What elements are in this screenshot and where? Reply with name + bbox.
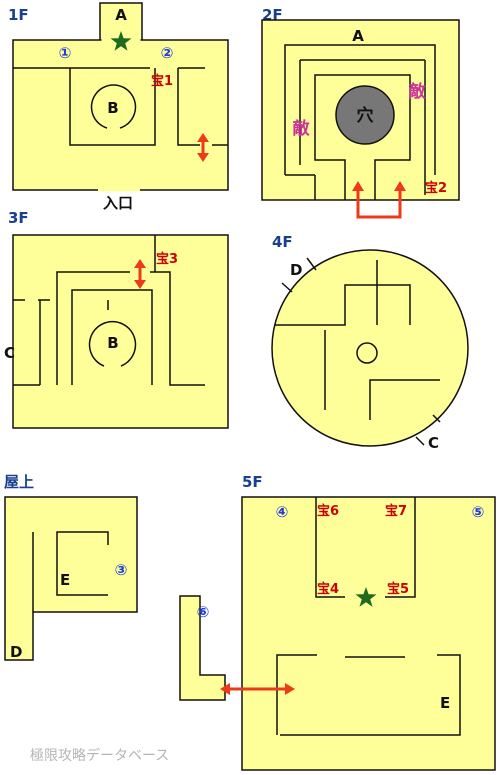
wall xyxy=(306,257,317,271)
floor-5f-outline xyxy=(241,496,496,771)
floor-label-5f: 5F xyxy=(242,473,263,491)
wall xyxy=(369,379,440,420)
wall xyxy=(56,271,130,385)
entrance-label: 入口 xyxy=(103,194,133,212)
watermark: 極限攻略データベース xyxy=(30,747,169,764)
star-icon xyxy=(355,587,377,607)
marker-3: ③ xyxy=(115,561,128,579)
hole-label: 穴 xyxy=(357,105,374,126)
wall xyxy=(71,289,153,385)
treasure-4: 宝4 xyxy=(317,581,339,597)
label-e: E xyxy=(440,694,450,712)
marker-2: ② xyxy=(161,44,174,62)
floor-roof: 屋上 E D ③ xyxy=(4,473,138,661)
floor-1f: 1F B A ① ② 宝1 入口 xyxy=(8,2,229,212)
enemy-left: 敵 xyxy=(293,118,311,139)
circle-room-b xyxy=(90,84,137,129)
side-room-6 xyxy=(179,595,226,701)
u-arrow-icon xyxy=(352,181,406,219)
double-arrow-icon xyxy=(134,259,146,289)
hole-room xyxy=(314,74,411,200)
wall xyxy=(150,271,205,386)
marker-4: ④ xyxy=(276,503,289,521)
label-c: C xyxy=(4,344,15,362)
hole-icon xyxy=(335,85,395,145)
treasure-6: 宝6 xyxy=(317,503,339,519)
wall xyxy=(415,436,425,446)
wall xyxy=(276,654,317,735)
floor-label-4f: 4F xyxy=(272,233,293,251)
floor-5f: 5F ④ ⑤ 宝6 宝7 宝4 宝5 E ⑥ xyxy=(179,473,496,771)
double-arrow-icon xyxy=(197,133,209,162)
floor-2f: 2F 穴 A 敵 敵 宝2 xyxy=(261,6,460,219)
treasure-5: 宝5 xyxy=(387,581,409,597)
marker-5: ⑤ xyxy=(472,503,485,521)
floor-label-roof: 屋上 xyxy=(4,473,34,491)
pillar xyxy=(356,342,378,364)
floor-label-1f: 1F xyxy=(8,6,29,24)
floor-3f-outline xyxy=(12,234,229,429)
wall xyxy=(315,497,345,598)
label-d: D xyxy=(290,261,302,279)
label-d: D xyxy=(10,643,22,661)
label-c: C xyxy=(428,434,439,452)
floor-4f-outline xyxy=(271,249,469,447)
marker-1: ① xyxy=(59,44,72,62)
floor-label-3f: 3F xyxy=(8,209,29,227)
wall xyxy=(284,44,436,175)
treasure-1: 宝1 xyxy=(151,73,173,89)
star-icon xyxy=(110,31,132,51)
label-b: B xyxy=(107,334,118,352)
circle-room-b xyxy=(88,320,137,367)
floor-3f: 3F B C 宝3 xyxy=(4,209,229,429)
label-a: A xyxy=(352,27,364,45)
floor-1f-outline xyxy=(12,39,229,191)
label-a: A xyxy=(115,6,127,24)
treasure-3: 宝3 xyxy=(156,251,178,267)
wall xyxy=(432,414,441,423)
treasure-2: 宝2 xyxy=(425,180,447,196)
wall xyxy=(275,284,411,326)
marker-6: ⑥ xyxy=(197,603,210,621)
floor-4f: 4F D C xyxy=(271,233,469,452)
wall xyxy=(281,282,293,293)
wall xyxy=(69,68,156,146)
label-b: B xyxy=(107,99,118,117)
wall xyxy=(280,654,461,736)
enemy-right: 敵 xyxy=(409,81,427,102)
treasure-7: 宝7 xyxy=(385,503,407,519)
wall xyxy=(177,68,200,146)
wall xyxy=(385,497,416,598)
double-arrow-icon xyxy=(220,683,295,695)
wall xyxy=(56,531,109,596)
label-e: E xyxy=(60,571,70,589)
